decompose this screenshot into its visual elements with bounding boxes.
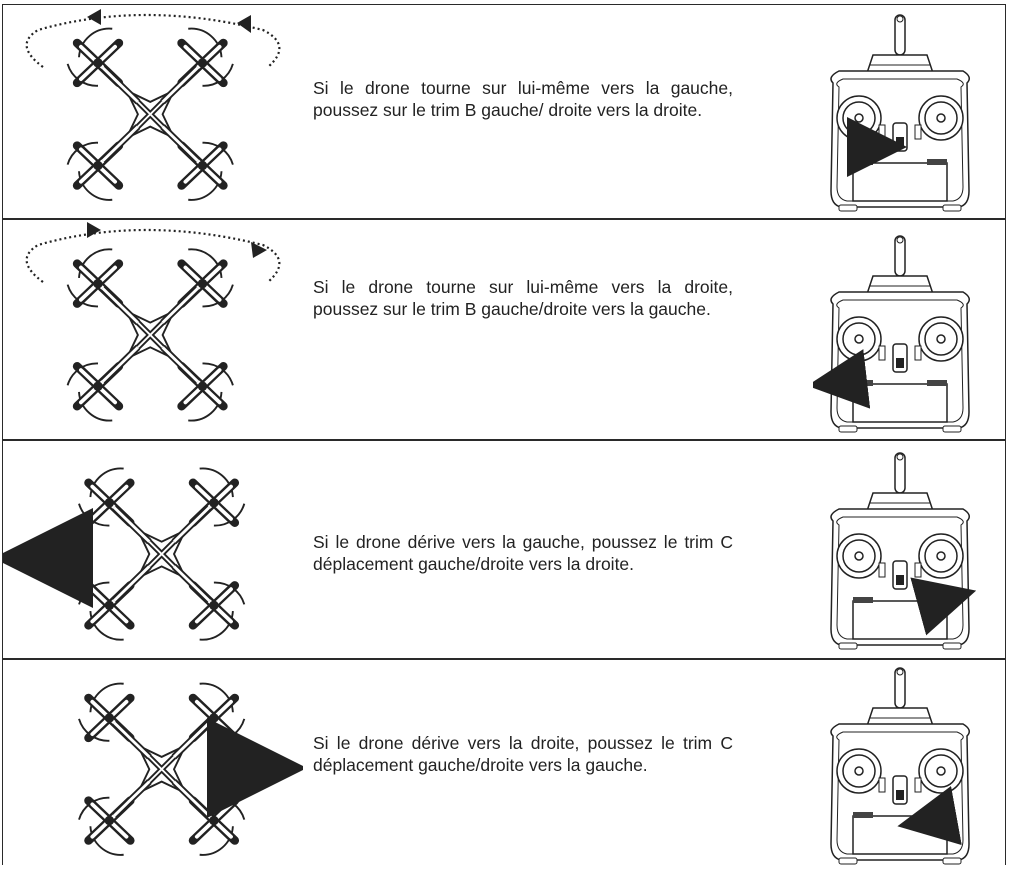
remote-controller-illustration (813, 660, 993, 866)
instruction-text: Si le drone tourne sur lui-même vers la … (313, 78, 733, 120)
instruction-row-1: Si le drone tourne sur lui-même vers la … (3, 5, 1005, 220)
remote-controller-illustration (813, 5, 993, 218)
trim-instructions-table: Si le drone tourne sur lui-même vers la … (2, 4, 1006, 865)
rotate-right-icon (25, 222, 281, 283)
trim-arrow-left-icon (897, 786, 962, 846)
remote-controller-illustration (813, 441, 993, 658)
drone-illustration (3, 660, 303, 866)
instruction-text: Si le drone dérive vers la droite, pouss… (313, 733, 733, 775)
trim-arrow-right-icon (910, 577, 977, 636)
instruction-text: Si le drone dérive vers la gauche, pouss… (313, 532, 733, 574)
rotate-left-icon (25, 9, 281, 68)
instruction-text: Si le drone tourne sur lui-même vers la … (313, 277, 733, 319)
drone-illustration (3, 441, 303, 658)
instruction-row-4: Si le drone dérive vers la droite, pouss… (3, 660, 1005, 866)
instruction-row-2: Si le drone tourne sur lui-même vers la … (3, 220, 1005, 441)
drone-illustration (3, 5, 303, 218)
drone-illustration (3, 220, 303, 439)
remote-controller-illustration (813, 220, 993, 439)
instruction-row-3: Si le drone dérive vers la gauche, pouss… (3, 441, 1005, 660)
trim-arrow-left-icon (813, 349, 871, 409)
